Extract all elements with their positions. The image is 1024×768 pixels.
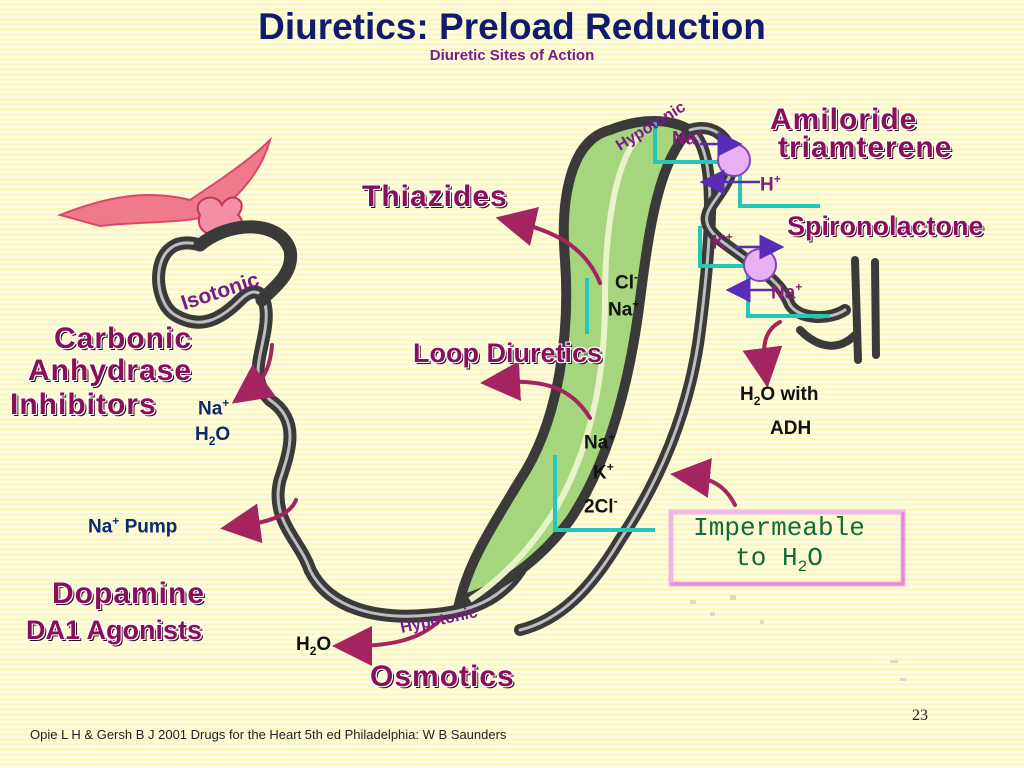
speckles: [690, 595, 906, 681]
label-dopamine: Dopamine: [52, 577, 206, 610]
label-osmotics: Osmotics: [370, 660, 515, 693]
label-loop-diuretics: Loop Diuretics: [413, 338, 603, 368]
label-amiloride: Amiloride: [770, 103, 918, 136]
citation-footer: Opie L H & Gersh B J 2001 Drugs for the …: [30, 727, 507, 742]
ion-na-proximal: Na+: [198, 396, 230, 420]
ion-h2o-adh: H2O with: [740, 384, 819, 408]
loop-of-henle: [453, 116, 699, 607]
page-number: 23: [912, 707, 928, 724]
label-triamterene: triamterene: [778, 131, 953, 164]
label-anhydrase: Anhydrase: [28, 354, 193, 387]
ion-na-loop: Na+: [584, 430, 616, 454]
ion-2cl-loop: 2Cl-: [584, 494, 618, 518]
slide-subtitle: Diuretic Sites of Action: [429, 47, 595, 64]
ion-na-top: Na+: [672, 126, 704, 150]
ion-k-loop: K+: [593, 460, 614, 484]
label-da1-agonists: DA1 Agonists: [26, 615, 203, 645]
ion-k-distal: K+: [712, 230, 733, 254]
ion-h: H+: [760, 172, 781, 196]
action-arrows: [220, 206, 783, 666]
collecting-duct: [796, 256, 880, 364]
impermeable-line2: to H2O: [735, 543, 823, 577]
impermeable-line1: Impermeable: [693, 513, 865, 543]
ion-h2o-osmotic: H2O: [296, 634, 332, 658]
label-thiazides: Thiazides: [362, 180, 508, 213]
ion-h2o-proximal: H2O: [195, 424, 231, 448]
ion-na-pump: Na+ Pump: [88, 514, 178, 538]
impermeable-text: Impermeable to H2O: [671, 513, 887, 582]
label-inhibitors: Inhibitors: [10, 388, 157, 421]
pump-circle-top: [717, 143, 751, 177]
label-adh: ADH: [770, 418, 812, 439]
label-spironolactone: Spironolactone: [787, 211, 984, 241]
ion-na-thiazide: Na+: [608, 297, 640, 321]
pump-circle-bottom: [743, 248, 777, 282]
ion-cl-thiazide: Cl-: [615, 270, 638, 294]
label-carbonic: Carbonic: [54, 322, 193, 355]
ion-na-distal: Na+: [771, 280, 803, 304]
slide-title: Diuretics: Preload Reduction: [258, 6, 766, 47]
